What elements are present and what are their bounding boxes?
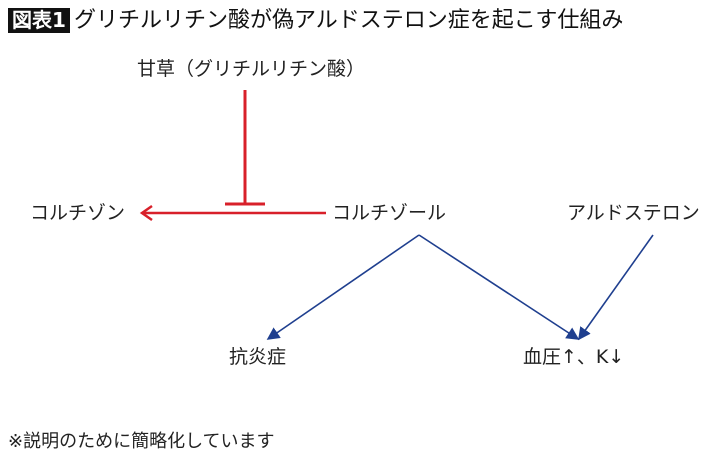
conversion-arrow	[139, 204, 326, 222]
node-blood-pressure-potassium: 血圧↑、K↓	[523, 346, 625, 368]
footnote: ※説明のために簡略化しています	[8, 431, 275, 452]
arrow-cortisol-to-antiinflammatory	[266, 234, 420, 340]
node-cortisone: コルチゾン	[30, 202, 126, 224]
figure-badge: 図表1	[8, 8, 70, 33]
inhibition-line	[225, 90, 265, 206]
node-licorice: 甘草（グリチルリチン酸）	[137, 58, 366, 80]
figure-title: グリチルリチン酸が偽アルドステロン症を起こす仕組み	[74, 8, 624, 33]
node-aldosterone: アルドステロン	[567, 202, 700, 224]
node-cortisol: コルチゾール	[332, 202, 447, 224]
arrow-aldosterone-to-bp	[578, 234, 654, 341]
node-anti-inflammatory: 抗炎症	[229, 346, 287, 368]
arrow-cortisol-to-bp	[418, 234, 580, 340]
